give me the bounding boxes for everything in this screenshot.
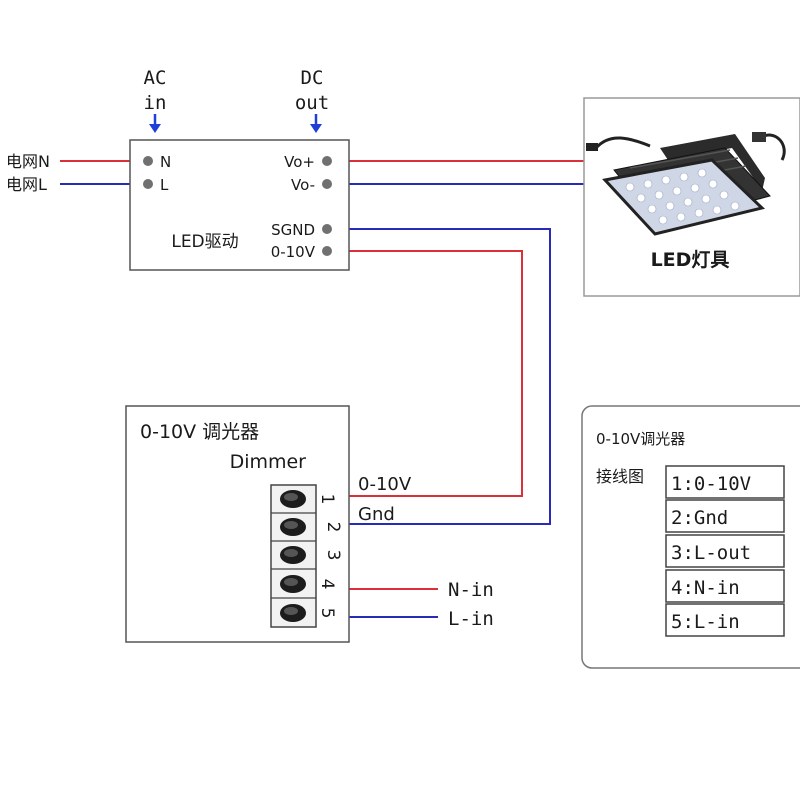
terminal-number-5: 5	[317, 608, 337, 619]
dimmer-subtitle: Dimmer	[230, 451, 307, 473]
driver-pin-n: N	[160, 153, 171, 171]
led-lamp-label: LED灯具	[651, 249, 730, 271]
driver-pin-l: L	[160, 176, 169, 194]
terminal-block	[270, 484, 317, 628]
legend-row-1: 1:0-10V	[671, 473, 751, 495]
terminal-number-4: 4	[317, 579, 337, 590]
terminal-number-3: 3	[323, 550, 343, 561]
dimmer-wire-label-n-in: N-in	[448, 579, 494, 601]
led-driver-box	[129, 139, 350, 271]
driver-terminal-n	[143, 156, 153, 166]
legend-row-3: 3:L-out	[671, 542, 751, 564]
dc-out-arrow-icon	[310, 114, 322, 133]
driver-terminal-vo-plus	[322, 156, 332, 166]
driver-pin-vo-plus: Vo+	[284, 153, 315, 171]
terminal-number-2: 2	[323, 522, 343, 533]
sgnd-wire	[316, 228, 551, 525]
dc-out-label: out	[295, 92, 329, 114]
driver-pin-vo-minus: Vo-	[291, 176, 315, 194]
dimmer-wire-label-gnd: Gnd	[358, 504, 395, 525]
driver-terminal-vo-minus	[322, 179, 332, 189]
terminal-number-1: 1	[317, 494, 337, 505]
ac-in-arrow-icon	[149, 114, 161, 133]
wiring-legend: 0-10V调光器 接线图 1:0-10V 2:Gnd 3:L-out 4:N-i…	[581, 405, 800, 669]
legend-row-4: 4:N-in	[671, 577, 740, 599]
grid-l-label: 电网L	[6, 175, 47, 194]
led-lamp: LED灯具	[583, 97, 800, 297]
legend-table: 1:0-10V 2:Gnd 3:L-out 4:N-in 5:L-in	[665, 465, 785, 637]
legend-row-header: 接线图	[596, 467, 644, 486]
ac-in-label: in	[144, 92, 167, 114]
led-floodlight-icon	[586, 132, 786, 236]
ac-label: AC	[144, 67, 167, 89]
driver-terminal-dim	[322, 246, 332, 256]
led-driver-title: LED驱动	[171, 232, 238, 252]
led-array	[625, 168, 740, 225]
dimmer: 0-10V 调光器 Dimmer 1 2 3 4 5	[125, 405, 350, 643]
dimmer-title: 0-10V 调光器	[140, 421, 259, 443]
led-driver: N L Vo+ Vo- SGND 0-10V LED驱动	[129, 139, 350, 271]
driver-pin-dim: 0-10V	[271, 243, 316, 261]
grid-n-label: 电网N	[6, 152, 50, 171]
legend-row-2: 2:Gnd	[671, 507, 728, 529]
dc-label: DC	[301, 67, 324, 89]
driver-terminal-sgnd	[322, 224, 332, 234]
legend-row-5: 5:L-in	[671, 611, 740, 633]
dimmer-wire-label-dim: 0-10V	[358, 474, 412, 495]
wires	[60, 160, 592, 618]
dim-signal-wire	[316, 250, 523, 497]
driver-pin-sgnd: SGND	[271, 221, 315, 239]
legend-title: 0-10V调光器	[596, 430, 685, 448]
driver-terminal-l	[143, 179, 153, 189]
dimmer-wire-label-l-in: L-in	[448, 608, 494, 630]
